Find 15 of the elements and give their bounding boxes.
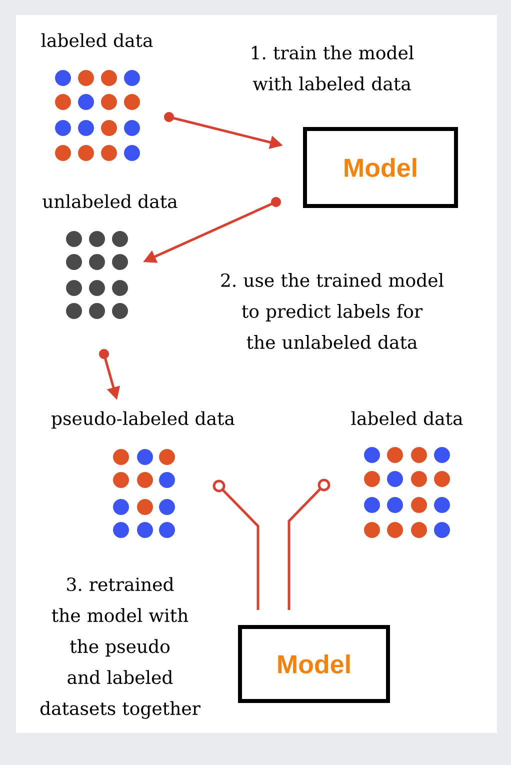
node-label: pseudo-labeled data bbox=[52, 411, 234, 429]
connector-line bbox=[288, 478, 330, 612]
dot-grid: labeled data bbox=[41, 33, 153, 161]
node-label: labeled data bbox=[41, 33, 153, 48]
dot-grid: unlabeled data bbox=[42, 194, 178, 319]
step-text: 3. retrained the model with the pseudo and labeled datasets together bbox=[40, 577, 200, 719]
dot-grid: pseudo-labeled data bbox=[52, 411, 234, 538]
dot-grid: labeled data bbox=[351, 411, 463, 538]
connector-line bbox=[212, 480, 260, 612]
model-box: Model bbox=[303, 127, 458, 208]
model-box: Model bbox=[238, 625, 390, 703]
node-label: unlabeled data bbox=[42, 194, 178, 208]
step-text: 2. use the trained model to predict labels for the unlabeled data bbox=[221, 273, 444, 349]
step-text: 1. train the model with labeled data bbox=[252, 46, 414, 90]
node-label: labeled data bbox=[351, 411, 463, 426]
